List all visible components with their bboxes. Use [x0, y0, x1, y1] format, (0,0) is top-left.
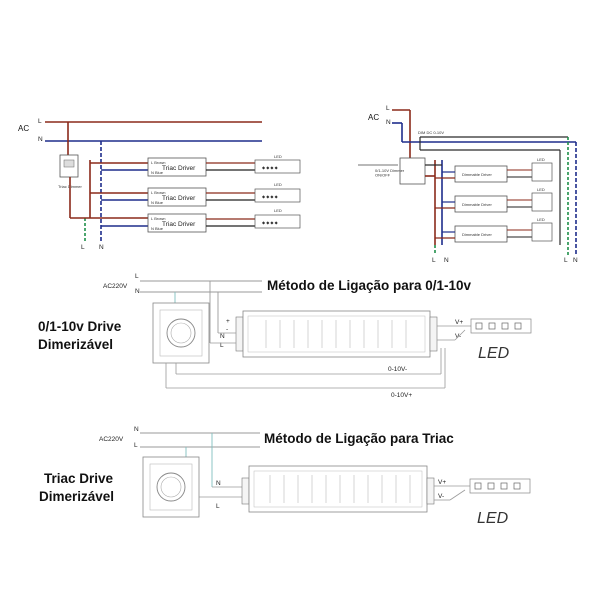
- led-strip: [531, 192, 553, 212]
- svg-text:Triac Driver: Triac Driver: [162, 221, 196, 228]
- dimmer-panel-010v: [152, 302, 210, 364]
- svg-text:0-10V+: 0-10V+: [391, 392, 412, 399]
- svg-text:LED: LED: [537, 187, 545, 192]
- svg-text:LED: LED: [274, 208, 282, 213]
- triac-driver-row-1: L Brown N Blue Triac Driver LED ◆ ◆ ◆ ◆: [90, 154, 301, 177]
- svg-text:AC220V: AC220V: [99, 436, 124, 443]
- triac-driver: [147, 187, 207, 207]
- svg-text:N: N: [444, 257, 449, 264]
- section-triac-caption-line1: Triac Drive: [44, 471, 114, 486]
- svg-text:Dimmable Driver: Dimmable Driver: [462, 172, 492, 177]
- svg-text:-: -: [226, 326, 228, 333]
- led-strip-triac: [469, 478, 531, 494]
- section-010v-connection: Método de Ligação para 0/1-10v 0/1-10v D…: [38, 273, 532, 399]
- led-label: LED: [478, 345, 510, 362]
- svg-text:L: L: [386, 105, 390, 112]
- svg-text:L Brown: L Brown: [151, 160, 166, 165]
- section-triac-title: Método de Ligação para Triac: [264, 431, 454, 446]
- svg-text:◆ ◆ ◆ ◆: ◆ ◆ ◆ ◆: [262, 165, 279, 170]
- svg-text:LED: LED: [274, 154, 282, 159]
- dimmable-driver-row-2: Dimmable Driver LED: [435, 187, 553, 213]
- svg-text:N: N: [386, 119, 391, 126]
- led-strip: [254, 188, 301, 203]
- svg-text:LED: LED: [537, 217, 545, 222]
- svg-text:N: N: [135, 288, 140, 295]
- svg-text:L: L: [216, 503, 220, 510]
- svg-text:AC220V: AC220V: [103, 283, 128, 290]
- svg-text:V-: V-: [438, 493, 444, 500]
- svg-text:L: L: [134, 442, 138, 449]
- dimmable-driver-row-3: Dimmable Driver LED: [435, 217, 553, 243]
- svg-text:N: N: [220, 333, 225, 340]
- led-strip: [254, 214, 301, 229]
- ac-label: AC: [18, 124, 29, 133]
- led-strip-010v: [470, 318, 532, 334]
- dimmable-driver: [454, 225, 508, 243]
- svg-text:N: N: [573, 257, 578, 264]
- triac-driver: [147, 157, 207, 177]
- svg-text:L: L: [135, 273, 139, 280]
- svg-text:+: +: [226, 318, 230, 325]
- section-triac-connection: Método de Ligação para Triac Triac Drive…: [39, 426, 531, 527]
- section-triac-caption-line2: Dimerizável: [39, 489, 114, 504]
- neutral-label: N: [38, 136, 43, 143]
- svg-text:Dimmable Driver: Dimmable Driver: [462, 232, 492, 237]
- led-strip: [531, 222, 553, 242]
- section-010v-caption-line1: 0/1-10v Drive: [38, 319, 122, 334]
- dimmer-010v: [399, 157, 426, 185]
- led-label: LED: [477, 510, 509, 527]
- svg-text:Triac Driver: Triac Driver: [162, 195, 196, 202]
- svg-text:Triac Driver: Triac Driver: [162, 165, 196, 172]
- svg-text:LED: LED: [274, 182, 282, 187]
- svg-text:L: L: [564, 257, 568, 264]
- driver-triac: [248, 465, 428, 513]
- svg-text:N Blue: N Blue: [151, 170, 164, 175]
- triac-driver: [147, 213, 207, 233]
- svg-text:N: N: [216, 480, 221, 487]
- svg-text:L: L: [220, 342, 224, 349]
- svg-text:N Blue: N Blue: [151, 226, 164, 231]
- driver-010v: [242, 310, 431, 358]
- svg-text:N Blue: N Blue: [151, 200, 164, 205]
- section-010v-caption-line2: Dimerizável: [38, 337, 113, 352]
- led-strip: [254, 159, 301, 174]
- svg-text:LED: LED: [537, 157, 545, 162]
- dimmable-driver-row-1: Dimmable Driver LED: [435, 157, 553, 183]
- svg-text:N: N: [134, 426, 139, 433]
- triac-driver-row-3: L Brown N Blue Triac Driver LED ◆ ◆ ◆ ◆: [90, 208, 301, 233]
- svg-text:DIM DC 0-10V: DIM DC 0-10V: [418, 130, 444, 135]
- ac-label: AC: [368, 113, 379, 122]
- svg-text:V+: V+: [438, 479, 446, 486]
- svg-text:L: L: [432, 257, 436, 264]
- svg-text:V+: V+: [455, 319, 463, 326]
- svg-text:0-10V-: 0-10V-: [388, 366, 407, 373]
- svg-text:Dimmable Driver: Dimmable Driver: [462, 202, 492, 207]
- dimmer-panel-triac: [142, 456, 200, 518]
- svg-text:◆ ◆ ◆ ◆: ◆ ◆ ◆ ◆: [262, 194, 279, 199]
- led-strip: [531, 162, 553, 182]
- svg-text:◆ ◆ ◆ ◆: ◆ ◆ ◆ ◆: [262, 220, 279, 225]
- svg-text:L Brown: L Brown: [151, 190, 166, 195]
- svg-text:L: L: [81, 244, 85, 251]
- section-010v-title: Método de Ligação para 0/1-10v: [267, 278, 472, 293]
- svg-text:N: N: [99, 244, 104, 251]
- svg-text:L Brown: L Brown: [151, 216, 166, 221]
- live-label: L: [38, 118, 42, 125]
- diagram-triac-schematic: AC L N Triac Dimmer L Brown N Blue Triac…: [18, 118, 301, 251]
- dimmable-driver: [454, 195, 508, 213]
- dimmable-driver: [454, 165, 508, 183]
- triac-driver-row-2: L Brown N Blue Triac Driver LED ◆ ◆ ◆ ◆: [90, 182, 301, 207]
